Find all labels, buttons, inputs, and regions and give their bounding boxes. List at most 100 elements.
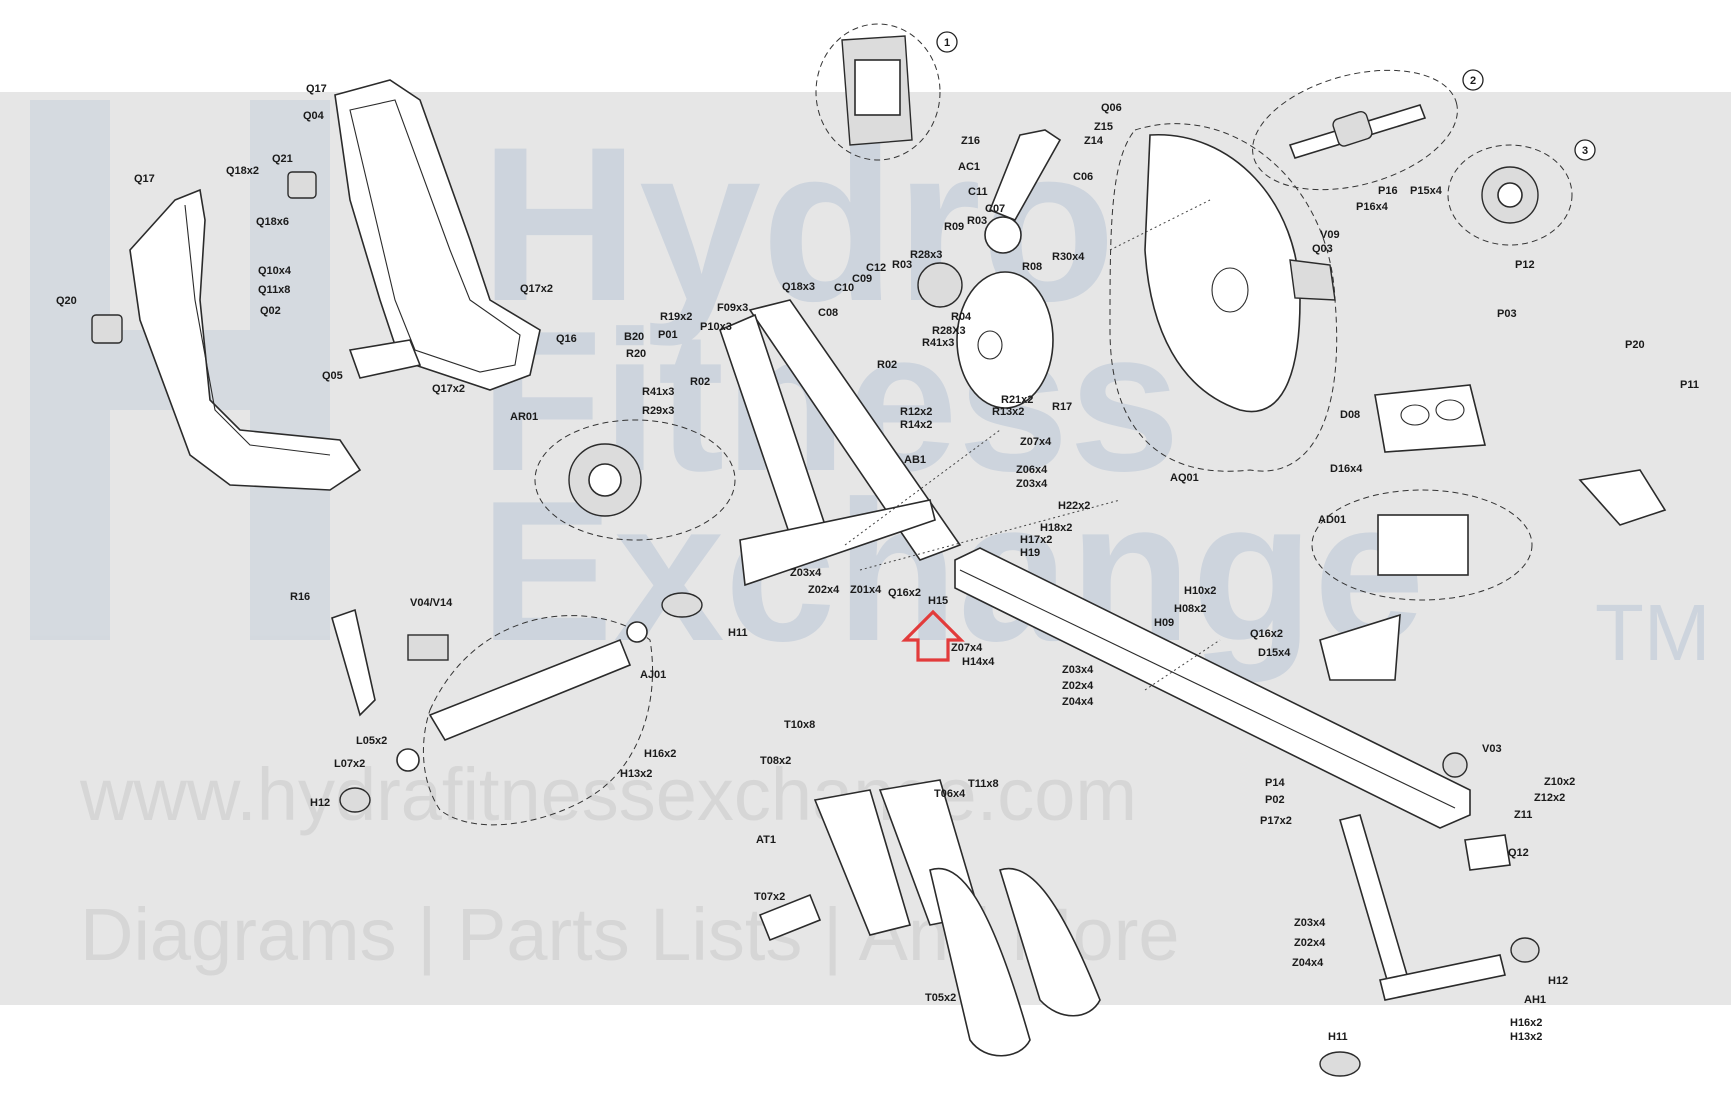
watermark-trademark: TM — [1595, 588, 1711, 677]
callout-3-label: 3 — [1582, 145, 1588, 157]
label-p16: P16 — [1378, 185, 1398, 197]
label-p12: P12 — [1515, 259, 1535, 271]
watermark-brand-line3: Exchange — [480, 460, 1425, 683]
label-h13x2-b: H13x2 — [1510, 1031, 1542, 1043]
label-q17-top: Q17 — [306, 83, 327, 95]
part-aq01-hole — [1211, 267, 1249, 313]
part-v04-label — [407, 634, 449, 661]
label-r03: R03 — [892, 259, 912, 271]
label-z11: Z11 — [1514, 809, 1532, 821]
highlight-arrow-icon — [901, 609, 965, 662]
part-q20-bracket — [91, 314, 123, 344]
label-r02-a: R02 — [877, 359, 897, 371]
callout-outline-2 — [1252, 69, 1458, 191]
label-r21x2: R21x2 — [1001, 394, 1033, 406]
label-q16x2-a: Q16x2 — [888, 587, 921, 599]
label-z03x4-d: Z03x4 — [1294, 917, 1326, 929]
part-v03-disc — [1442, 752, 1468, 778]
part-t07-heel — [758, 893, 822, 942]
label-z07x4-a: Z07x4 — [1020, 436, 1052, 448]
label-r28x3-b: R28X3 — [932, 325, 966, 337]
label-z10x2: Z10x2 — [1544, 776, 1575, 788]
label-q02: Q02 — [260, 305, 281, 317]
label-r08: R08 — [1022, 261, 1042, 273]
label-q12: Q12 — [1508, 847, 1529, 859]
label-t08x2: T08x2 — [760, 755, 791, 767]
label-c08: C08 — [818, 307, 838, 319]
ad01-outline — [1311, 489, 1533, 601]
label-p01: P01 — [658, 329, 678, 341]
callout-1-label: 1 — [944, 37, 950, 49]
label-h18x2: H18x2 — [1040, 522, 1072, 534]
part-ad01-carriage — [1377, 514, 1469, 576]
label-r09: R09 — [944, 221, 964, 233]
label-h17x2: H17x2 — [1020, 534, 1052, 546]
label-z02x4-a: Z02x4 — [808, 584, 840, 596]
label-z03x4-a: Z03x4 — [1016, 478, 1048, 490]
label-q05: Q05 — [322, 370, 343, 382]
label-h09: H09 — [1154, 617, 1174, 629]
label-q03: Q03 — [1312, 243, 1333, 255]
label-q16: Q16 — [556, 333, 577, 345]
label-v03: V03 — [1482, 743, 1502, 755]
label-q21: Q21 — [272, 153, 293, 165]
label-ac1: AC1 — [958, 161, 980, 173]
part-ab1-base — [739, 499, 936, 587]
label-l07x2: L07x2 — [334, 758, 365, 770]
label-p20: P20 — [1625, 339, 1645, 351]
part-rail-line — [959, 569, 1456, 809]
label-z15: Z15 — [1094, 121, 1113, 133]
label-q16x2-b: Q16x2 — [1250, 628, 1283, 640]
callout-2: 2 — [1462, 69, 1484, 91]
part-q02-edge — [184, 204, 331, 456]
part-r16-belt — [331, 608, 376, 717]
part-q03-bracket — [1289, 259, 1336, 301]
part-h11-foot-a — [661, 592, 703, 618]
callout-outline-3 — [1447, 144, 1573, 246]
label-b20: B20 — [624, 331, 644, 343]
part-ab1-column — [748, 299, 962, 561]
label-q17x2-a: Q17x2 — [520, 283, 553, 295]
part-aj01-support — [428, 638, 632, 741]
label-ad01: AD01 — [1318, 514, 1346, 526]
callout-outline-1 — [815, 23, 941, 161]
part-q04-inner — [349, 99, 521, 373]
label-t10x8: T10x8 — [784, 719, 815, 731]
label-z16: Z16 — [961, 135, 980, 147]
label-r28x3-a: R28x3 — [910, 249, 942, 261]
label-t11x8: T11x8 — [968, 778, 999, 790]
part-rear-cap — [1578, 469, 1667, 526]
label-z02x4-c: Z02x4 — [1294, 937, 1326, 949]
label-z07x4-b: Z07x4 — [951, 642, 983, 654]
callout-2-label: 2 — [1470, 75, 1476, 87]
label-z01x4: Z01x4 — [850, 584, 882, 596]
label-h08x2: H08x2 — [1174, 603, 1206, 615]
label-r17: R17 — [1052, 401, 1072, 413]
label-aq01: AQ01 — [1170, 472, 1199, 484]
label-p02: P02 — [1265, 794, 1285, 806]
part-t05-strap-left — [929, 867, 1031, 1057]
label-t05x2: T05x2 — [925, 992, 956, 1004]
ar01-outline — [534, 419, 736, 541]
label-h12-b: H12 — [1548, 975, 1568, 987]
label-p10x3: P10x3 — [700, 321, 732, 333]
part-l05-wheel — [396, 748, 420, 772]
part-q12-cap — [1464, 834, 1511, 871]
part-ar01-hub — [588, 463, 622, 497]
label-p03: P03 — [1497, 308, 1517, 320]
part-r17-hub — [977, 330, 1003, 360]
part-r17-flywheel — [956, 271, 1054, 409]
label-h15: H15 — [928, 595, 948, 607]
label-d16x4: D16x4 — [1330, 463, 1363, 475]
label-p17x2: P17x2 — [1260, 815, 1292, 827]
leader-lines — [844, 199, 1221, 691]
label-h14x4: H14x4 — [962, 656, 995, 668]
label-h19: H19 — [1020, 547, 1040, 559]
part-at1-footboard-left — [813, 789, 912, 936]
label-r41x3-a: R41x3 — [922, 337, 954, 349]
part-q02-shroud — [129, 188, 362, 491]
label-r16: R16 — [290, 591, 310, 603]
label-r03-top: R03 — [967, 215, 987, 227]
label-c06: C06 — [1073, 171, 1093, 183]
label-z06x4: Z06x4 — [1016, 464, 1048, 476]
